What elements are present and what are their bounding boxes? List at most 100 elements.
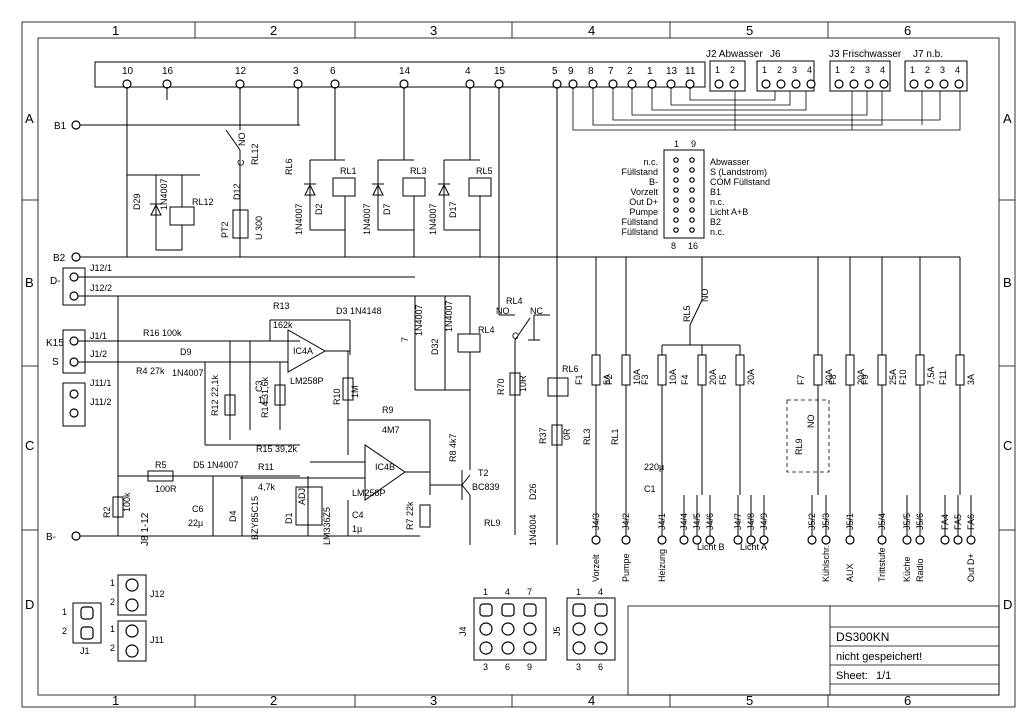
- ribbon-hole: [673, 197, 679, 203]
- label-r5: R5: [155, 460, 167, 470]
- label-c4: C4: [352, 510, 364, 520]
- label-j11-1: J11/1: [90, 378, 111, 388]
- ribbon-hole: [673, 207, 679, 213]
- top-pin: [465, 79, 475, 89]
- label-r10-v: 1M: [350, 385, 360, 398]
- connector-pin: [594, 622, 608, 636]
- label-ic4a-type: LM258P: [290, 376, 324, 386]
- label-j11: J11: [150, 635, 164, 645]
- jack-pin-number: 2: [925, 65, 930, 75]
- jack-header-label: J7 n.b.: [913, 49, 943, 60]
- connector-pin: [479, 622, 493, 636]
- terminal-pin: [845, 535, 855, 545]
- label-c3: C3: [254, 380, 264, 392]
- terminal-pin-label: J4/9: [759, 513, 769, 530]
- label-r5-v: 100R: [155, 484, 177, 494]
- label-rl12-contact: RL12: [250, 143, 260, 165]
- j5-pin-number: 1: [576, 587, 581, 597]
- label-r7: R7 22k: [405, 501, 415, 530]
- label-rl6: RL6: [284, 158, 294, 175]
- fuse-value: 20A: [708, 369, 718, 385]
- col-label: 3: [430, 23, 437, 38]
- terminal-pin-label: J5/3: [821, 513, 831, 530]
- terminal-pin-label: J5/2: [807, 513, 817, 530]
- terminal-name: Radio: [915, 558, 925, 582]
- fuse-body: [657, 354, 667, 386]
- top-pin: [588, 79, 598, 89]
- label-d4-type: BZY85C15: [250, 496, 260, 540]
- top-pin-number: 5: [552, 66, 558, 77]
- net-b-minus: B-: [46, 532, 56, 543]
- terminal-pin-label: J4/7: [733, 513, 743, 530]
- label-rl9: RL9: [794, 438, 804, 455]
- terminal-pin-label: J5/5: [902, 513, 912, 530]
- label-r15: R15 39,2k: [256, 444, 298, 454]
- label-r10: R10: [332, 388, 342, 405]
- jack-header-label: J6: [770, 49, 781, 60]
- terminal-pin: [902, 535, 912, 545]
- left-connectors: [62, 267, 86, 427]
- ribbon-left-label: n.c.: [643, 157, 658, 167]
- label-d32: D32: [430, 338, 440, 355]
- label-j1-2: J1/2: [90, 349, 107, 359]
- terminal-pin-label: J4/1: [657, 513, 667, 530]
- label-pt2-type: U 300: [254, 216, 264, 240]
- ribbon-left-label: Füllstand: [621, 217, 658, 227]
- jack-pin: [791, 79, 801, 89]
- terminal-pin: [657, 535, 667, 545]
- label-r2-v: 100k: [122, 492, 132, 512]
- col-label: 5: [746, 23, 753, 38]
- terminal-pin: [953, 535, 963, 545]
- bottom-connectors: [72, 574, 616, 662]
- top-pin: [552, 79, 562, 89]
- terminal-pin-label: J5/4: [877, 513, 887, 530]
- ribbon-hole: [673, 167, 679, 173]
- net-b2: B2: [53, 253, 66, 264]
- fuse-value: 30A: [824, 369, 834, 385]
- top-pin: [627, 79, 637, 89]
- terminal-pin-label: J5/1: [845, 513, 855, 530]
- label-d29: D29: [132, 193, 142, 210]
- jack-pin: [761, 79, 771, 89]
- relay-rl1-rl3-rl5-labels: RL1 RL3 RL5 1N4007 D2 1N4007 D7 1N4007 D…: [294, 166, 493, 235]
- label-rl3: RL3: [582, 428, 592, 445]
- label-r37: R37: [538, 427, 548, 444]
- j5-pin-number: 3: [576, 662, 581, 672]
- label-c: C: [236, 159, 246, 166]
- label-r2: R2: [102, 506, 112, 518]
- col-label: 1: [112, 693, 119, 708]
- ribbon-hole: [689, 187, 695, 193]
- fuse-value: 7,5A: [926, 366, 936, 385]
- terminal-name: AUX: [845, 563, 855, 582]
- ribbon-hole: [689, 177, 695, 183]
- connector-pin: [572, 641, 586, 655]
- terminal-pin: [821, 535, 831, 545]
- jack-pin-number: 2: [850, 65, 855, 75]
- label-d17: D17: [448, 201, 458, 218]
- top-pin-number: 10: [122, 66, 134, 77]
- label-j11-pin: 2: [110, 643, 115, 653]
- b-minus-terminal: [71, 531, 81, 541]
- label-ic4b-type: LM258P: [352, 488, 386, 498]
- fuse-name: F7: [796, 374, 806, 385]
- terminal-name: Heizung: [657, 549, 667, 582]
- label-r13-v: 162k: [273, 320, 293, 330]
- terminal-name: Vorzelt: [591, 554, 601, 582]
- terminal-pin: [807, 535, 817, 545]
- label-j12-pin: 1: [110, 578, 115, 588]
- label-j12: J12: [150, 589, 165, 599]
- label-d9: D9: [180, 347, 192, 357]
- ribbon-hole: [673, 217, 679, 223]
- jack-pin-number: 4: [955, 65, 960, 75]
- column-labels-top: 1 2 3 4 5 6: [112, 23, 911, 38]
- label-t2-type: BC839: [472, 482, 500, 492]
- top-pin: [685, 79, 695, 89]
- label-r14: R14 31,6k: [260, 376, 270, 418]
- jack-pin-number: 1: [715, 65, 720, 75]
- jack-pin-number: 3: [940, 65, 945, 75]
- col-label: 6: [904, 693, 911, 708]
- title-sheet-label: Sheet:: [836, 670, 868, 682]
